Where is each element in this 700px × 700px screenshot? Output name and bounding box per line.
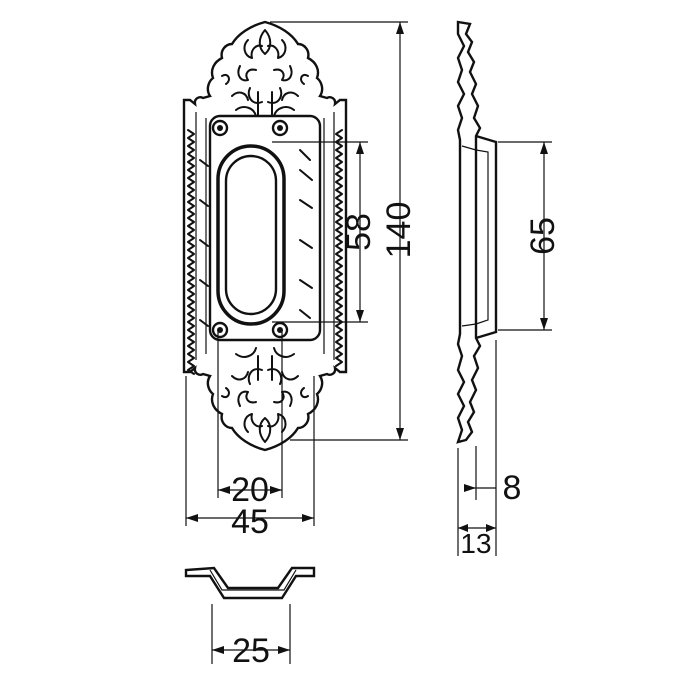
bottom-ornament (221, 347, 309, 443)
top-ornament (221, 29, 309, 117)
front-view (182, 20, 348, 452)
side-texture (187, 129, 343, 375)
bottom-profile-outer (184, 566, 316, 600)
dimension-total-height: 140 (270, 21, 418, 441)
dimension-total-depth: 13 (457, 340, 497, 559)
dimension-opening-height: 58 (272, 141, 378, 323)
front-screw-plate (208, 114, 322, 342)
side-cup-outer (475, 134, 498, 340)
dim-label-8: 8 (503, 469, 522, 507)
side-plate-profile (456, 20, 482, 444)
dim-label-25: 25 (232, 632, 270, 670)
side-view (456, 20, 498, 444)
front-opening-inner (224, 154, 278, 316)
dim-label-13: 13 (460, 528, 491, 559)
dim-label-140: 140 (380, 202, 418, 259)
side-cup-inner (461, 145, 489, 327)
dimension-plate-width: 45 (185, 376, 315, 541)
front-inner-border (195, 112, 335, 360)
dimension-side-height: 65 (498, 141, 562, 331)
dim-label-58: 58 (340, 213, 378, 251)
screw-bottom-left (211, 321, 229, 339)
dimension-depth: 8 (464, 446, 521, 507)
screw-bottom-right (271, 321, 289, 339)
front-opening-outer (216, 144, 286, 326)
bottom-profile-inner (209, 569, 297, 591)
dim-label-65: 65 (524, 217, 562, 255)
screw-top-left (211, 119, 229, 137)
screw-top-right (271, 119, 289, 137)
dimension-opening-width: 20 (217, 330, 283, 509)
front-plate-outline (182, 20, 348, 452)
bottom-view (184, 566, 316, 600)
dim-label-45: 45 (231, 503, 269, 541)
dim-label-20: 20 (231, 471, 269, 509)
dimension-bottom-width: 25 (211, 604, 291, 670)
